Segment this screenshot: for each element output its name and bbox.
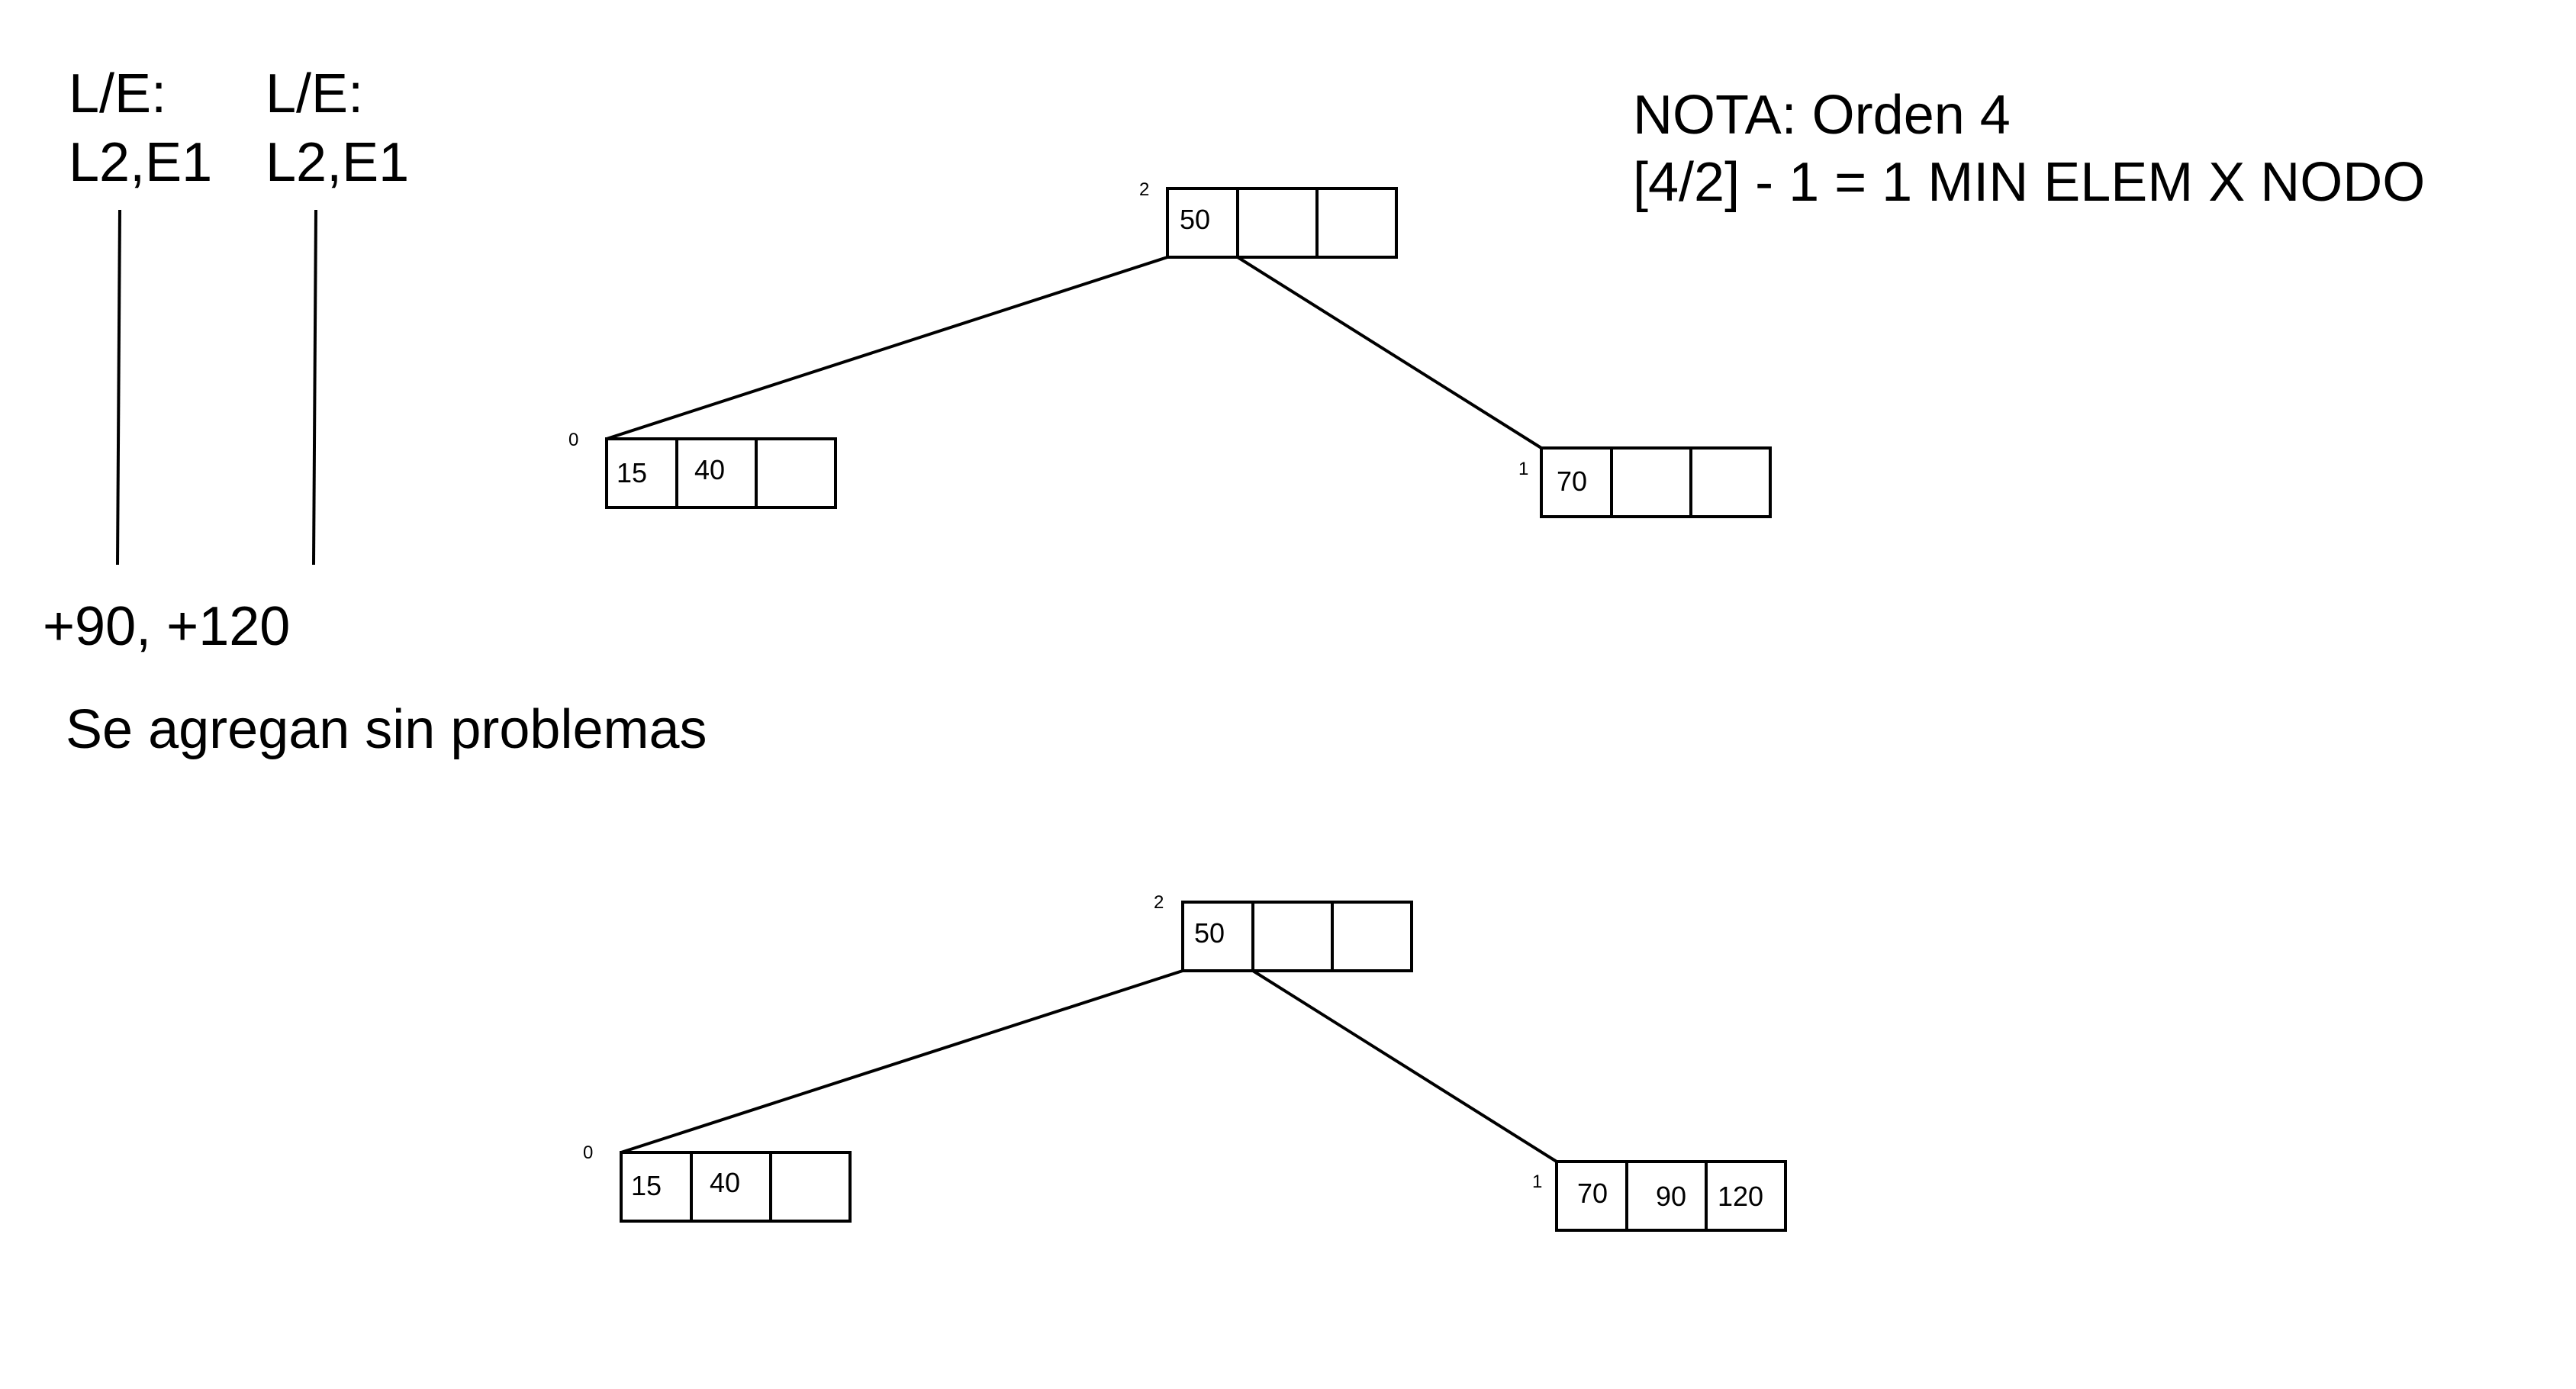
key-cell bbox=[1331, 901, 1413, 972]
key-cell bbox=[690, 1151, 772, 1223]
key-value: 40 bbox=[710, 1167, 740, 1198]
node-id-label: 1 bbox=[1518, 459, 1528, 479]
key-cell bbox=[675, 437, 758, 509]
node-right: 1 70 bbox=[1518, 446, 1772, 518]
note-line1: NOTA: Orden 4 bbox=[1633, 85, 2011, 146]
key-cell bbox=[1166, 187, 1239, 259]
key-cell bbox=[1689, 446, 1772, 518]
node-id-label: 2 bbox=[1139, 179, 1149, 200]
key-value: 120 bbox=[1718, 1181, 1763, 1212]
key-cell bbox=[1315, 187, 1398, 259]
note-line2: [4/2] - 1 = 1 MIN ELEM X NODO bbox=[1633, 152, 2425, 213]
key-value: 70 bbox=[1557, 466, 1587, 497]
key-value: 50 bbox=[1194, 917, 1225, 949]
node-root: 2 50 bbox=[1154, 892, 1413, 972]
node-id-label: 0 bbox=[568, 430, 578, 450]
key-cell bbox=[1625, 1160, 1708, 1232]
legend-col1-line2: L2,E1 bbox=[69, 132, 212, 193]
key-cell bbox=[769, 1151, 852, 1223]
key-cell bbox=[1705, 1160, 1787, 1232]
key-cell bbox=[1181, 901, 1254, 972]
edge-root-right bbox=[1251, 969, 1558, 1163]
node-id-label: 1 bbox=[1532, 1171, 1542, 1192]
key-value: 50 bbox=[1180, 204, 1210, 235]
node-left: 0 15 40 bbox=[568, 430, 837, 509]
key-cell bbox=[605, 437, 678, 509]
key-cell bbox=[1610, 446, 1692, 518]
tree-after: 2 50 0 15 40 1 70 90 120 bbox=[583, 892, 1787, 1232]
key-value: 70 bbox=[1577, 1178, 1608, 1209]
edge-root-right bbox=[1236, 256, 1543, 450]
node-id-label: 2 bbox=[1154, 892, 1164, 913]
key-cell bbox=[1236, 187, 1319, 259]
node-left: 0 15 40 bbox=[583, 1142, 852, 1223]
tree-before: 2 50 0 15 40 1 70 bbox=[568, 179, 1772, 518]
key-value: 15 bbox=[617, 457, 647, 488]
legend-col1-timeline bbox=[116, 209, 121, 566]
legend-col1-line1: L/E: bbox=[69, 63, 166, 124]
key-cell bbox=[1251, 901, 1334, 972]
edge-root-left bbox=[606, 256, 1168, 440]
key-cell bbox=[755, 437, 837, 509]
legend-col2-timeline bbox=[312, 209, 317, 566]
legend-col2-line2: L2,E1 bbox=[266, 132, 409, 193]
legend-col2-line1: L/E: bbox=[266, 63, 363, 124]
node-id-label: 0 bbox=[583, 1142, 593, 1163]
key-value: 90 bbox=[1656, 1181, 1686, 1212]
key-value: 15 bbox=[631, 1170, 662, 1201]
result-message: Se agregan sin problemas bbox=[66, 699, 707, 760]
insertions-text: +90, +120 bbox=[43, 596, 290, 657]
node-root: 2 50 bbox=[1139, 179, 1398, 259]
key-cell bbox=[1555, 1160, 1628, 1232]
node-right: 1 70 90 120 bbox=[1532, 1160, 1787, 1232]
edge-root-left bbox=[620, 969, 1183, 1154]
key-value: 40 bbox=[694, 454, 725, 485]
